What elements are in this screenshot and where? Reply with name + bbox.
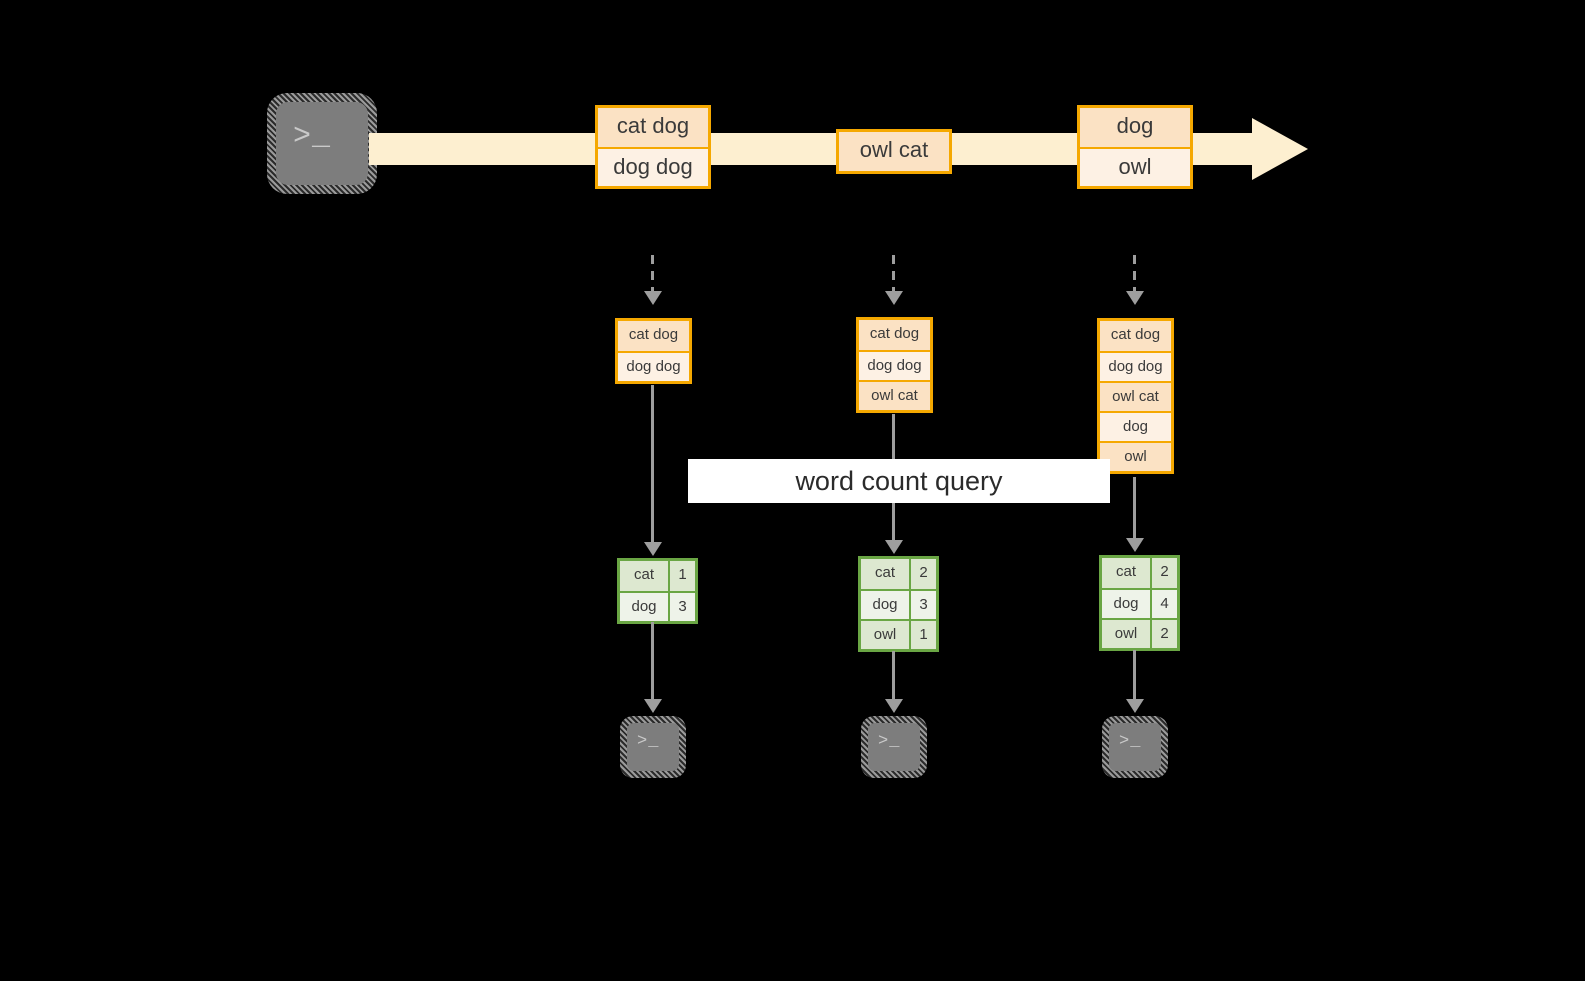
snapshot-table: cat dog dog dog owl cat dog owl — [1097, 318, 1174, 474]
snapshot-row: cat dog — [618, 321, 689, 351]
result-count: 3 — [909, 591, 936, 619]
sink-arrowhead — [885, 699, 903, 713]
sink-terminal-icon: >_ — [620, 716, 686, 778]
query-arrowhead — [644, 542, 662, 556]
terminal-prompt-glyph: >_ — [878, 732, 901, 751]
snapshot-arrowhead — [644, 291, 662, 305]
result-row: owl 1 — [861, 619, 936, 649]
snapshot-table: cat dog dog dog owl cat — [856, 317, 933, 413]
snapshot-row: cat dog — [859, 320, 930, 350]
result-word: cat — [620, 561, 668, 591]
terminal-screen — [868, 723, 920, 771]
snapshot-row: owl — [1100, 441, 1171, 471]
sink-terminal-icon: >_ — [1102, 716, 1168, 778]
sink-arrowhead — [644, 699, 662, 713]
source-terminal-icon: >_ — [267, 93, 377, 194]
stream-record-line: dog — [1080, 108, 1190, 147]
result-row: owl 2 — [1102, 618, 1177, 648]
snapshot-row: dog — [1100, 411, 1171, 441]
snapshot-row: owl cat — [1100, 381, 1171, 411]
query-connector — [1133, 477, 1136, 539]
snapshot-dashed-connector — [651, 255, 654, 293]
query-label-band: word count query — [688, 459, 1110, 503]
snapshot-dashed-connector — [892, 255, 895, 293]
result-table: cat 2 dog 4 owl 2 — [1099, 555, 1180, 651]
sink-arrowhead — [1126, 699, 1144, 713]
snapshot-arrowhead — [1126, 291, 1144, 305]
sink-terminal-icon: >_ — [861, 716, 927, 778]
result-row: dog 4 — [1102, 588, 1177, 618]
snapshot-arrowhead — [885, 291, 903, 305]
result-count: 2 — [909, 559, 936, 589]
snapshot-dashed-connector — [1133, 255, 1136, 293]
result-word: owl — [1102, 620, 1150, 648]
result-row: dog 3 — [861, 589, 936, 619]
snapshot-row: dog dog — [1100, 351, 1171, 381]
query-connector — [651, 385, 654, 543]
snapshot-table: cat dog dog dog — [615, 318, 692, 384]
sink-connector — [892, 651, 895, 700]
terminal-screen — [1109, 723, 1161, 771]
snapshot-row: owl cat — [859, 380, 930, 410]
stream-batch: owl cat — [836, 129, 952, 174]
stream-batch: dog owl — [1077, 105, 1193, 189]
terminal-screen — [627, 723, 679, 771]
terminal-prompt-glyph: >_ — [1119, 732, 1142, 751]
result-word: dog — [1102, 590, 1150, 618]
stream-batch: cat dog dog dog — [595, 105, 711, 189]
snapshot-row: dog dog — [859, 350, 930, 380]
query-label: word count query — [795, 465, 1003, 496]
result-word: dog — [620, 593, 668, 621]
stream-record-line: owl cat — [839, 132, 949, 171]
snapshot-row: dog dog — [618, 351, 689, 381]
sink-connector — [651, 622, 654, 700]
terminal-prompt-glyph: >_ — [293, 120, 332, 154]
stream-record-line: cat dog — [598, 108, 708, 147]
snapshot-row: cat dog — [1100, 321, 1171, 351]
result-row: cat 2 — [1102, 558, 1177, 588]
result-word: cat — [1102, 558, 1150, 588]
result-count: 4 — [1150, 590, 1177, 618]
result-count: 1 — [909, 621, 936, 649]
result-row: dog 3 — [620, 591, 695, 621]
result-table: cat 1 dog 3 — [617, 558, 698, 624]
sink-connector — [1133, 650, 1136, 700]
result-count: 3 — [668, 593, 695, 621]
result-count: 2 — [1150, 558, 1177, 588]
result-word: cat — [861, 559, 909, 589]
result-word: owl — [861, 621, 909, 649]
stream-record-line: owl — [1080, 147, 1190, 186]
result-table: cat 2 dog 3 owl 1 — [858, 556, 939, 652]
result-count: 2 — [1150, 620, 1177, 648]
result-word: dog — [861, 591, 909, 619]
stream-record-line: dog dog — [598, 147, 708, 186]
query-arrowhead — [1126, 538, 1144, 552]
result-row: cat 2 — [861, 559, 936, 589]
terminal-prompt-glyph: >_ — [637, 732, 660, 751]
event-stream-arrowhead — [1252, 118, 1308, 180]
result-count: 1 — [668, 561, 695, 591]
terminal-screen — [276, 102, 368, 185]
query-arrowhead — [885, 540, 903, 554]
result-row: cat 1 — [620, 561, 695, 591]
